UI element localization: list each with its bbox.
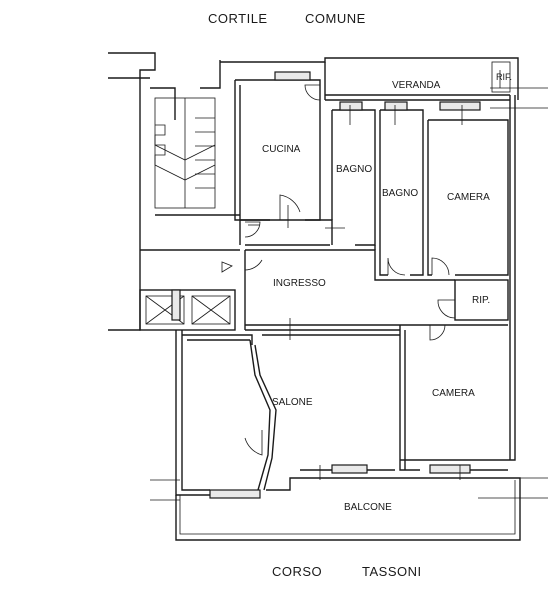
room-label-salone: SALONE — [272, 397, 313, 408]
room-label-rif: RIF. — [496, 72, 512, 82]
room-label-bagno-2: BAGNO — [382, 188, 418, 199]
room-label-camera-2: CAMERA — [432, 388, 475, 399]
room-label-bagno-1: BAGNO — [336, 164, 372, 175]
interior-walls — [182, 61, 511, 491]
room-label-ingresso: INGRESSO — [273, 278, 326, 289]
windows — [171, 71, 481, 499]
room-label-cucina: CUCINA — [262, 144, 301, 155]
room-label-balcone: BALCONE — [344, 502, 392, 513]
doors — [221, 84, 456, 456]
fixtures — [248, 70, 501, 480]
street-label-tassoni: TASSONI — [362, 564, 422, 579]
street-label-comune: COMUNE — [305, 11, 366, 26]
room-label-camera-1: CAMERA — [447, 192, 490, 203]
outer-walls — [108, 52, 548, 541]
room-label-veranda: VERANDA — [392, 80, 441, 91]
street-label-corso: CORSO — [272, 564, 322, 579]
stairwell — [140, 60, 240, 251]
street-label-cortile: CORTILE — [208, 11, 268, 26]
elevator-shafts — [139, 289, 236, 331]
room-label-rip: RIP. — [472, 295, 490, 306]
